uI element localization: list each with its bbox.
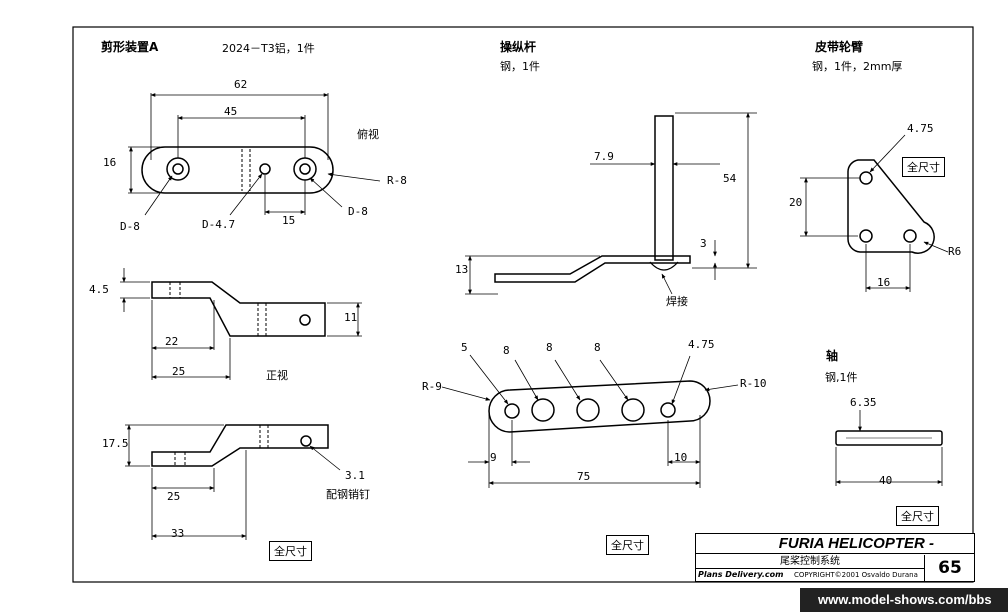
dim-4-75-rod: 4.75 <box>688 338 715 351</box>
dim-r9: R-9 <box>422 380 442 393</box>
part-a-top-dims <box>128 93 381 216</box>
part-a-view-top-label: 俯视 <box>357 128 379 141</box>
part-a-material: 2024－T3铝，1件 <box>222 42 315 55</box>
title-system: 尾桨控制系统 <box>696 555 924 569</box>
shaft-dims <box>835 410 943 486</box>
dim-d4-7: D-4.7 <box>202 218 236 231</box>
dim-33: 33 <box>171 527 185 540</box>
dim-6-35: 6.35 <box>850 396 877 409</box>
part-a-bottom-view <box>151 424 329 467</box>
dim-45: 45 <box>224 105 238 118</box>
dim-13: 13 <box>455 263 469 276</box>
dim-4-5: 4.5 <box>89 283 109 296</box>
dim-15: 15 <box>282 214 296 227</box>
control-rod-scale-note: 全尺寸 <box>606 535 649 555</box>
shaft-material: 钢,1件 <box>825 371 858 384</box>
shaft-title: 轴 <box>826 349 839 363</box>
belt-arm-material: 钢，1件，2mm厚 <box>812 60 903 73</box>
part-a-pin-note: 配钢销钉 <box>326 488 370 501</box>
title-publisher: Plans Delivery.com <box>698 570 784 579</box>
title-copyright: COPYRIGHT©2001 Osvaldo Durana <box>794 571 918 579</box>
control-rod-side-dims <box>465 112 757 295</box>
control-rod-weld-note: 焊接 <box>666 295 688 308</box>
dim-16-arm: 16 <box>877 276 891 289</box>
title-block: FURIA HELICOPTER - 尾桨控制系统 Plans Delivery… <box>695 533 975 582</box>
part-a-top-view <box>141 146 334 194</box>
dim-9: 9 <box>490 451 497 464</box>
dim-22: 22 <box>165 335 179 348</box>
part-a-title: 剪形装置A <box>101 40 159 54</box>
part-a-front-view <box>151 281 326 337</box>
dim-r8: R-8 <box>387 174 407 187</box>
dim-3-1: 3.1 <box>345 469 365 482</box>
dim-8c: 8 <box>594 341 601 354</box>
part-a-front-dims <box>120 268 362 380</box>
shaft-scale-note: 全尺寸 <box>896 506 939 526</box>
belt-arm-scale-note: 全尺寸 <box>902 157 945 177</box>
dim-r6: R6 <box>948 245 962 258</box>
part-a-scale-note: 全尺寸 <box>269 541 312 561</box>
dim-8a: 8 <box>503 344 510 357</box>
dim-75: 75 <box>577 470 591 483</box>
dim-54: 54 <box>723 172 737 185</box>
shaft <box>835 430 943 446</box>
part-a-bottom-dims <box>125 424 341 540</box>
control-rod-arm-dims <box>441 354 739 488</box>
sheet-frame <box>72 26 974 583</box>
control-rod-material: 钢，1件 <box>500 60 540 73</box>
dim-8b: 8 <box>546 341 553 354</box>
dim-10: 10 <box>674 451 688 464</box>
dim-20: 20 <box>789 196 803 209</box>
title-page-number: 65 <box>924 555 975 581</box>
dim-7-9: 7.9 <box>594 150 614 163</box>
dim-11: 11 <box>344 311 358 324</box>
belt-arm <box>847 159 935 254</box>
control-rod-side <box>494 115 691 283</box>
dim-16: 16 <box>103 156 117 169</box>
belt-arm-dims <box>800 134 949 292</box>
watermark-banner: www.model-shows.com/bbs <box>800 588 1008 612</box>
belt-arm-title: 皮带轮臂 <box>815 40 864 54</box>
part-a-view-front-label: 正视 <box>266 369 288 382</box>
dim-17-5: 17.5 <box>102 437 129 450</box>
title-brand: FURIA HELICOPTER - <box>696 534 974 554</box>
dim-25b: 25 <box>167 490 181 503</box>
dim-4-75-arm: 4.75 <box>907 122 934 135</box>
dim-25: 25 <box>172 365 186 378</box>
dim-40: 40 <box>879 474 893 487</box>
dim-r10: R-10 <box>740 377 767 390</box>
dim-5: 5 <box>461 341 468 354</box>
control-rod-arm <box>488 380 711 433</box>
control-rod-title: 操纵杆 <box>500 40 537 54</box>
dim-d8-left: D-8 <box>120 220 140 233</box>
dim-d8-right: D-8 <box>348 205 368 218</box>
dim-3: 3 <box>700 237 707 250</box>
dim-62: 62 <box>234 78 248 91</box>
